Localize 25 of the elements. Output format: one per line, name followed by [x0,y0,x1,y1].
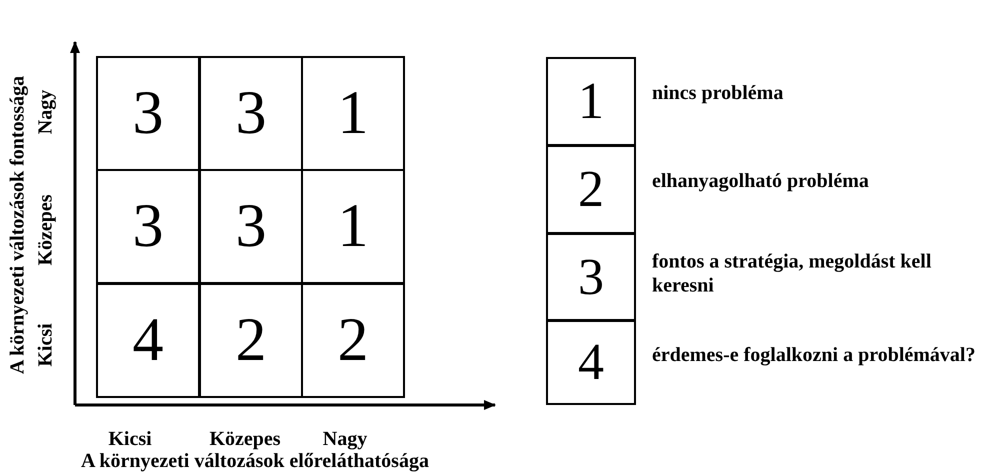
matrix-cell: 3 [199,169,303,284]
matrix-cell: 2 [301,283,405,398]
key-description: elhanyagolható probléma [652,168,870,193]
key-cell: 4 [546,319,636,405]
key-cell: 2 [546,145,636,234]
key-description: érdemes-e foglalkozni a problémával? [652,342,976,367]
axis-title: A környezeti változások előreláthatósága [81,450,429,473]
tick-label: Kicsi [108,428,152,451]
tick-label: Közepes [34,194,58,266]
tick-label: Közepes [209,428,281,451]
key-description: nincs probléma [652,80,784,105]
tick-label: Nagy [34,90,58,134]
matrix-cell: 1 [301,169,405,284]
matrix-cell: 3 [96,56,200,171]
key-cell: 1 [546,57,636,146]
matrix-cell: 3 [96,169,200,284]
matrix-cell: 4 [96,283,200,398]
matrix-cell: 3 [199,56,303,171]
key-description: fontos a stratégia, megoldást kell keresni [652,250,932,298]
tick-label: Nagy [322,428,368,451]
matrix-cell: 2 [199,283,303,398]
tick-label: Kicsi [34,323,58,367]
axis-title: A környezeti változások fontossága [6,76,30,374]
matrix-cell: 1 [301,56,405,171]
key-cell: 3 [546,233,636,322]
